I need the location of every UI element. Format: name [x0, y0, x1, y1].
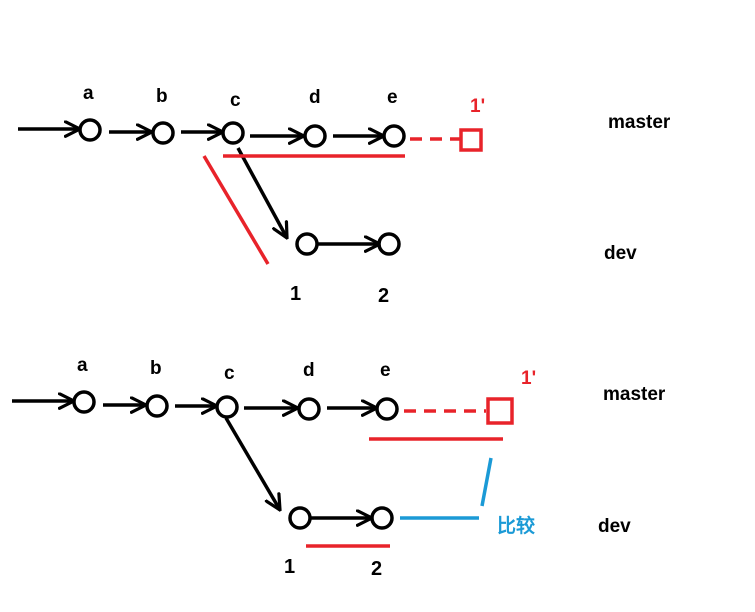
- node-1prime: [459, 128, 483, 152]
- label-d: d: [309, 87, 321, 108]
- node-a: [78, 118, 102, 142]
- compare-label: 比较: [497, 514, 535, 537]
- label-1: 1: [284, 556, 295, 578]
- red-slash: [202, 155, 270, 265]
- node-b: [145, 394, 169, 418]
- label-1prime: 1': [470, 96, 485, 117]
- node-e: [375, 397, 399, 421]
- branch-master: master: [608, 112, 671, 133]
- node-d: [297, 397, 321, 421]
- label-1: 1: [290, 283, 301, 305]
- bottom-diagram: a b c d e 1' master dev 1 2 比较: [12, 355, 666, 580]
- label-a: a: [77, 355, 88, 376]
- node-d: [303, 124, 327, 148]
- node-1prime: [486, 397, 514, 425]
- node-1: [288, 506, 312, 530]
- label-a: a: [83, 83, 94, 104]
- node-b: [151, 121, 175, 145]
- label-b: b: [150, 358, 162, 379]
- edge-c-1: [224, 417, 280, 510]
- label-1prime: 1': [521, 368, 536, 389]
- node-c: [221, 121, 245, 145]
- label-c: c: [230, 90, 241, 111]
- branch-dev: dev: [598, 516, 631, 537]
- node-1: [295, 232, 319, 256]
- node-a: [72, 390, 96, 414]
- node-c: [215, 395, 239, 419]
- node-2: [377, 232, 401, 256]
- branch-dev: dev: [604, 243, 637, 264]
- edge-c-1: [236, 147, 287, 238]
- label-e: e: [387, 87, 398, 108]
- label-d: d: [303, 360, 315, 381]
- label-2: 2: [371, 558, 382, 580]
- branch-master: master: [603, 384, 666, 405]
- label-b: b: [156, 86, 168, 107]
- top-diagram: a b c d e 1' master dev 1 2: [18, 83, 671, 307]
- label-e: e: [380, 360, 391, 381]
- label-2: 2: [378, 285, 389, 307]
- label-c: c: [224, 363, 235, 384]
- node-e: [382, 124, 406, 148]
- node-2: [370, 506, 394, 530]
- compare-line-vertical: [480, 457, 493, 507]
